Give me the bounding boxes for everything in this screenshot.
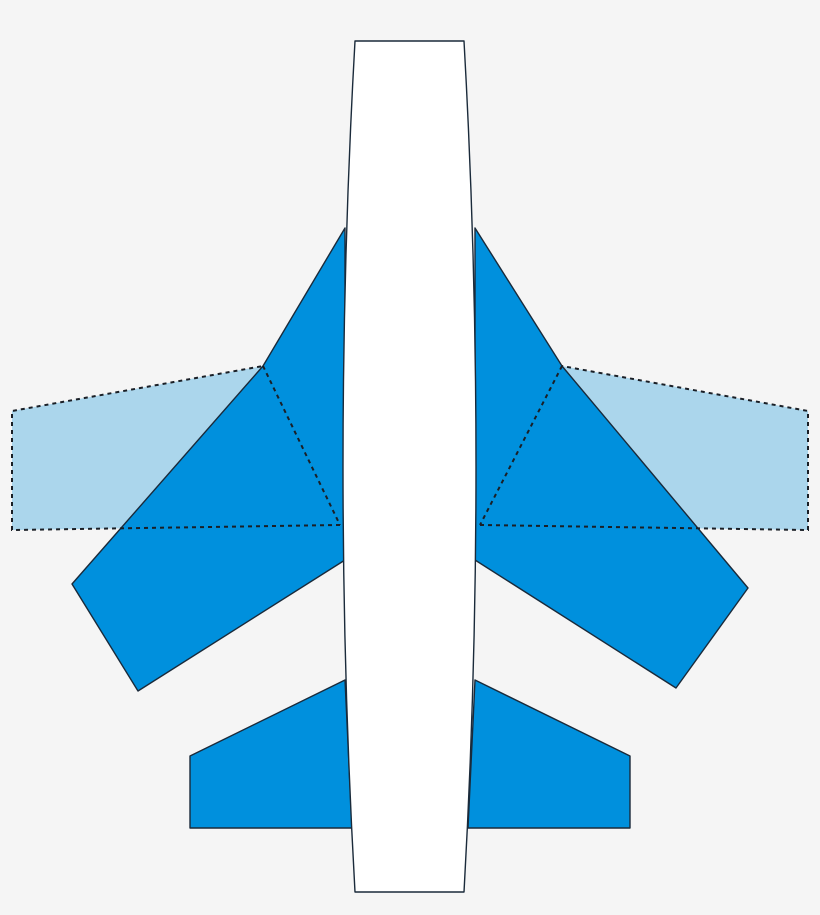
- right-tailplane: [467, 679, 631, 829]
- right-wing-fold-line: [479, 365, 563, 526]
- right-swept-wing-outline: [479, 365, 809, 532]
- left-wing-fold-line: [262, 365, 341, 526]
- left-swept-wing-outline: [11, 365, 341, 532]
- fuselage: [342, 40, 477, 893]
